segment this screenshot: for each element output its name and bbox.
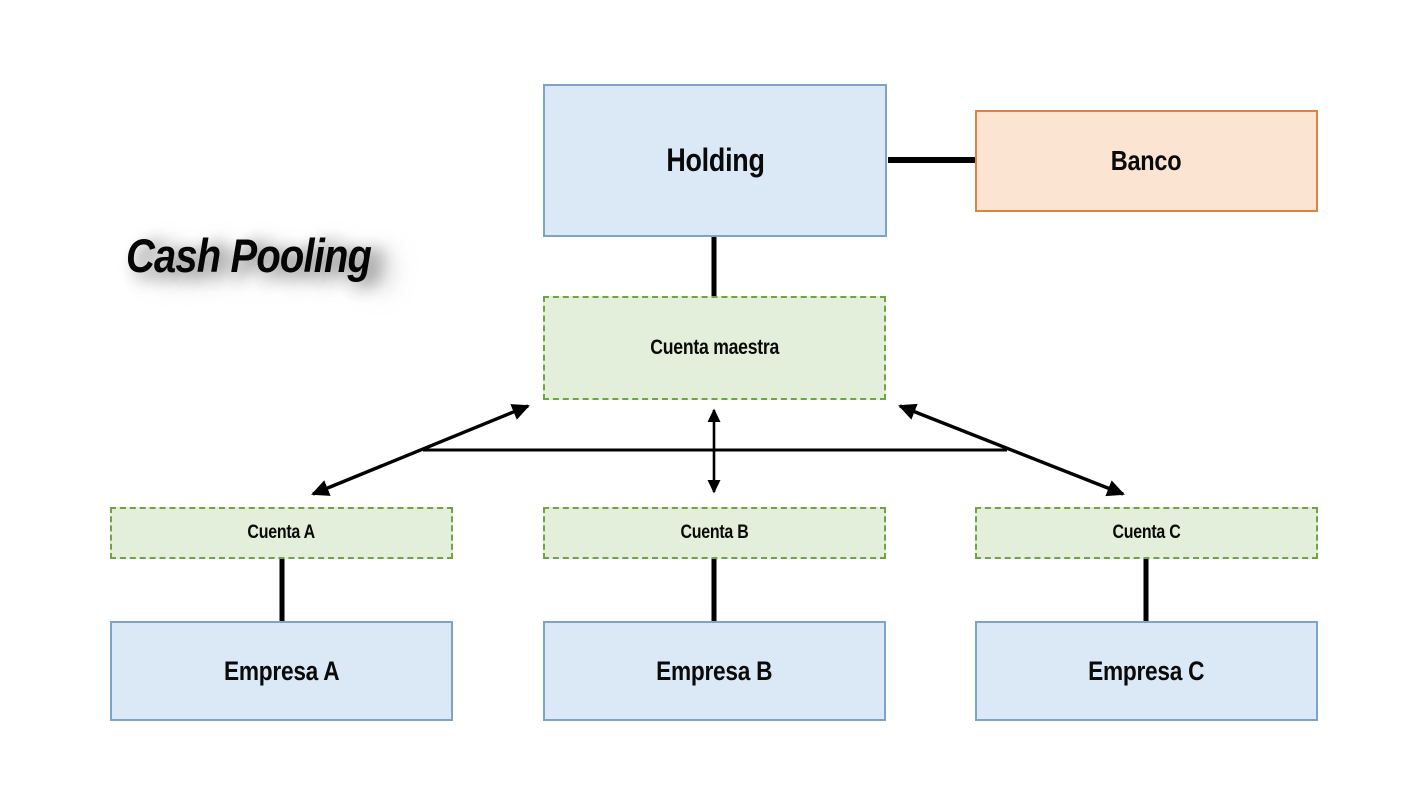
node-cuenta-maestra: Cuenta maestra xyxy=(543,296,886,400)
node-empresa-c: Empresa C xyxy=(975,621,1318,721)
edge-maestra-cuenta-c xyxy=(898,403,1125,497)
node-empresa-a: Empresa A xyxy=(110,621,453,721)
edge-maestra-cuenta-a xyxy=(311,404,530,496)
node-cuenta-a: Cuenta A xyxy=(110,507,453,559)
node-empresa-b: Empresa B xyxy=(543,621,886,721)
node-cuenta-c-label: Cuenta C xyxy=(1112,522,1181,543)
node-cuenta-b: Cuenta B xyxy=(543,507,886,559)
node-holding-label: Holding xyxy=(665,142,765,178)
node-empresa-b-label: Empresa B xyxy=(656,655,773,686)
diagram-title: Cash Pooling xyxy=(126,229,372,282)
node-empresa-c-label: Empresa C xyxy=(1088,655,1205,686)
node-banco: Banco xyxy=(975,110,1318,212)
node-cuenta-b-label: Cuenta B xyxy=(680,522,749,543)
node-banco-label: Banco xyxy=(1111,145,1182,176)
node-cuenta-maestra-label: Cuenta maestra xyxy=(650,336,779,359)
node-cuenta-a-label: Cuenta A xyxy=(247,522,316,543)
node-holding: Holding xyxy=(543,84,887,237)
node-empresa-a-label: Empresa A xyxy=(223,655,340,686)
node-cuenta-c: Cuenta C xyxy=(975,507,1318,559)
